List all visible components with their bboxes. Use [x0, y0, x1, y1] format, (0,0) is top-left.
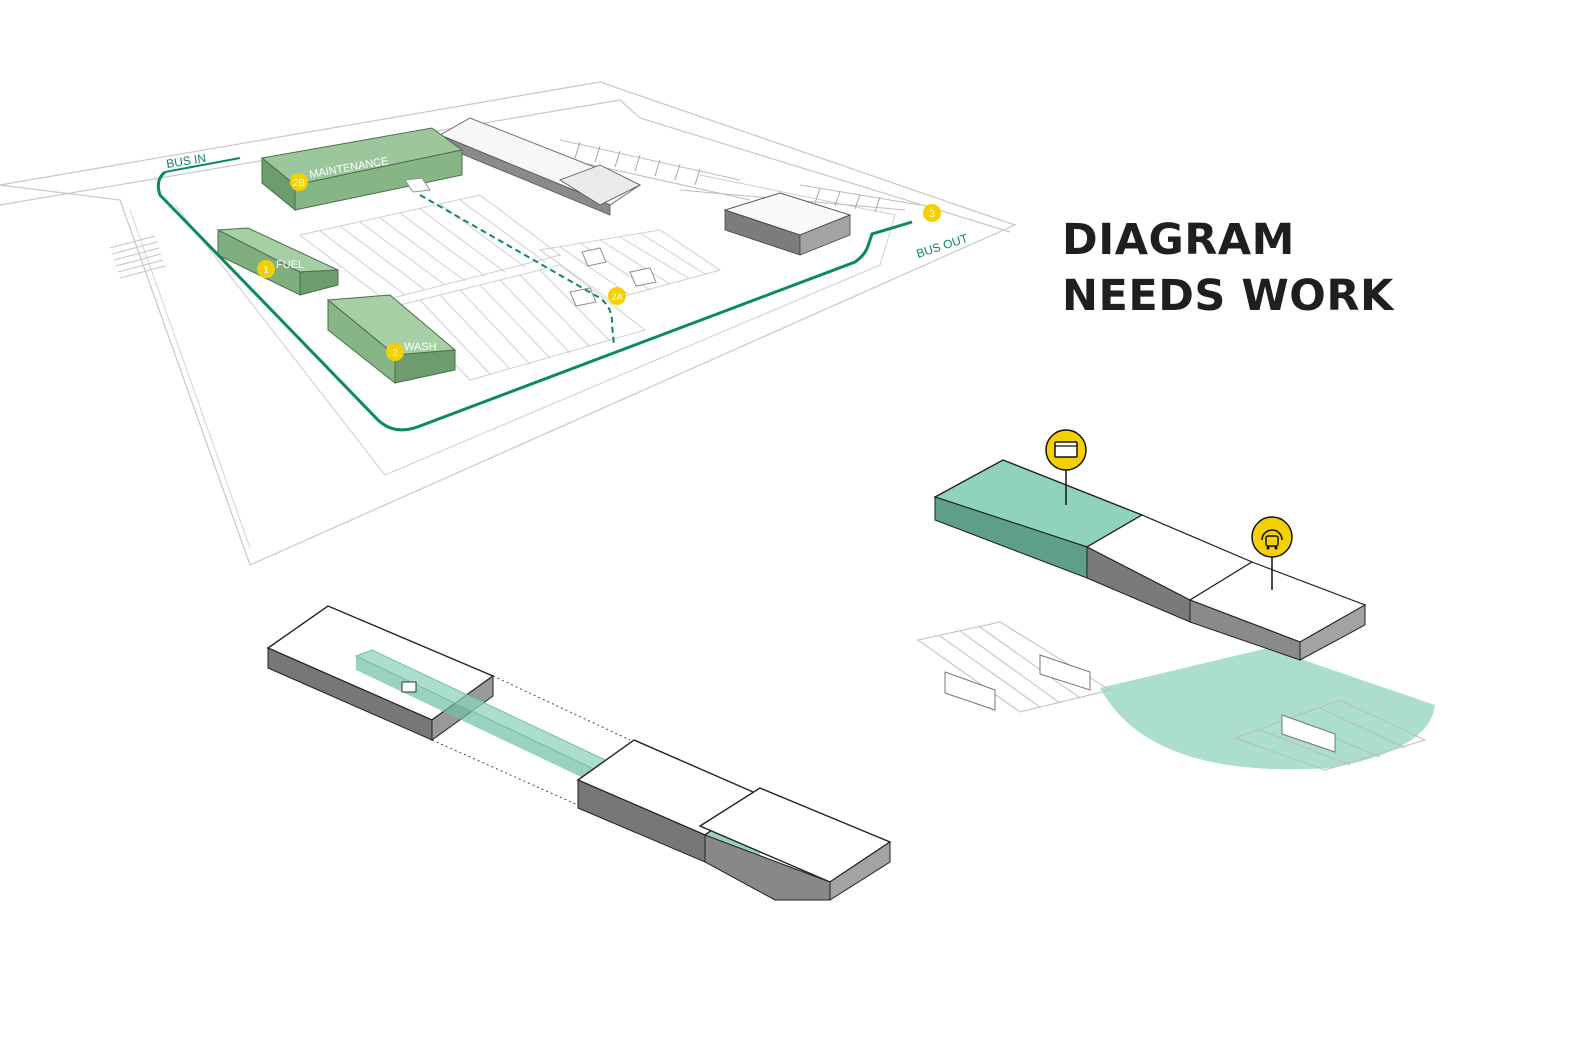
bus-in-label: BUS IN — [165, 151, 207, 171]
marker-2: 2 — [386, 343, 404, 361]
wash-building — [326, 294, 457, 385]
svg-text:2B: 2B — [293, 178, 306, 189]
headline-line-1: DIAGRAM — [1062, 215, 1295, 265]
road-edge — [129, 209, 251, 549]
marker-2a: 2A — [608, 287, 626, 305]
bus-route-top — [164, 157, 241, 173]
bus-out-label: BUS OUT — [915, 231, 971, 261]
dispatch-wing-side — [1299, 604, 1366, 661]
wash-label: WASH — [404, 341, 437, 353]
operations-building-site — [438, 117, 642, 216]
right-buses — [944, 654, 1336, 753]
inner-loop-road — [174, 174, 896, 476]
fuel-label: FUEL — [276, 259, 304, 271]
marker-2b: 2B — [290, 173, 308, 191]
exploded-building-diagram — [266, 605, 892, 901]
garage-building-site — [723, 192, 852, 256]
site-boundary — [0, 81, 1017, 566]
svg-text:2A: 2A — [611, 292, 622, 302]
wing-side-wall — [829, 841, 891, 901]
site-plan: BUS IN BUS OUT MAINTENANCE FUEL WASH 2B … — [0, 81, 1017, 566]
workstation-icon — [401, 681, 417, 693]
maintenance-building — [260, 127, 464, 212]
wing-front-wall — [704, 834, 831, 901]
headline: DIAGRAM NEEDS WORK — [1062, 212, 1394, 324]
svg-text:3: 3 — [929, 209, 935, 220]
bus-route-dashed — [419, 194, 615, 346]
svg-text:2: 2 — [392, 348, 398, 359]
site-buses — [404, 177, 657, 307]
headline-line-2: NEEDS WORK — [1062, 271, 1394, 321]
crosswalk — [109, 235, 166, 279]
fuel-building — [216, 227, 339, 296]
marker-3: 3 — [923, 204, 941, 222]
right-building-diagram — [916, 429, 1435, 771]
headset-bus-icon — [1251, 516, 1293, 590]
explode-guide-lines — [431, 675, 631, 807]
bus-route-line — [156, 170, 913, 432]
monitor-icon — [1045, 429, 1087, 505]
svg-text:1: 1 — [263, 265, 269, 276]
marker-1: 1 — [257, 260, 275, 278]
coverage-wedge — [1100, 648, 1435, 770]
